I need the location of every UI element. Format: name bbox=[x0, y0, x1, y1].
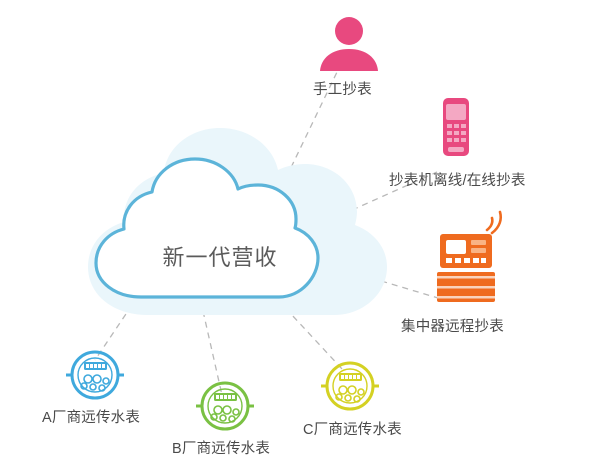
label-concentrator-reading: 集中器远程抄表 bbox=[401, 319, 504, 335]
connector-to-meter-vendor-a bbox=[94, 304, 133, 361]
label-manual-reading: 手工抄表 bbox=[313, 82, 372, 98]
label-meter-vendor-c: C厂商远传水表 bbox=[303, 422, 402, 438]
connector-to-concentrator-reading bbox=[317, 261, 439, 299]
cloud-center-label: 新一代营收 bbox=[162, 245, 278, 270]
label-meter-vendor-a: A厂商远传水表 bbox=[42, 410, 141, 426]
connector-to-meter-vendor-b bbox=[202, 310, 223, 396]
label-handheld-reading: 抄表机离线/在线抄表 bbox=[389, 173, 526, 189]
label-meter-vendor-b: B厂商远传水表 bbox=[172, 441, 271, 457]
